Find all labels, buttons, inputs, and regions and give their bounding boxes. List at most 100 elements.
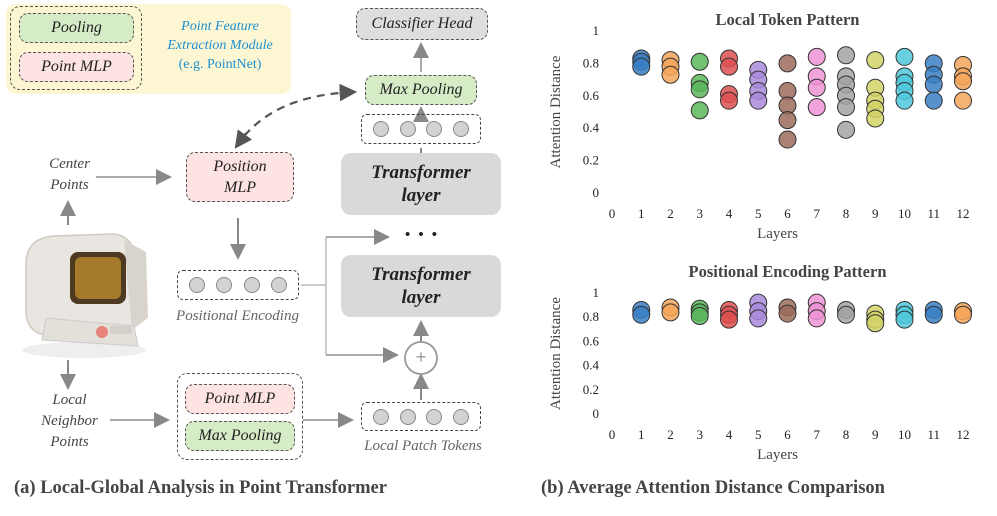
local-patch-tokens-label: Local Patch Tokens — [364, 438, 482, 454]
plus-sign: + — [415, 347, 427, 367]
token — [453, 408, 470, 425]
positional-encoding-label: Positional Encoding — [176, 308, 299, 324]
center-points-label: Center Points — [32, 154, 107, 196]
dashed-curve-link — [235, 83, 358, 148]
position-mlp-line1: Position — [213, 158, 267, 175]
data-point — [954, 91, 972, 110]
y-tick-label: 0.6 — [583, 88, 600, 103]
legend-module-line1: Point Feature — [181, 19, 259, 34]
data-point — [807, 47, 826, 66]
local-neighbor-points-label: Local Neighbor Points — [22, 390, 117, 453]
classifier-head-box: Classifier Head — [356, 8, 488, 40]
data-point — [778, 130, 797, 149]
x-tick-label: 11 — [927, 427, 940, 442]
x-tick-label: 4 — [726, 206, 733, 221]
data-point — [632, 305, 651, 324]
caption-right: (b) Average Attention Distance Compariso… — [541, 478, 885, 498]
x-tick-label: 8 — [843, 427, 850, 442]
data-point — [749, 91, 768, 110]
x-tick-label: 6 — [784, 206, 791, 221]
data-point — [895, 310, 914, 329]
y-tick-label: 0.6 — [583, 333, 600, 348]
plus-circle — [404, 341, 438, 375]
positional-encoding-tokens — [177, 270, 299, 300]
local-neighbor-line2: Neighbor — [41, 413, 98, 429]
data-point — [924, 305, 943, 324]
computer-illustration — [22, 233, 148, 358]
x-tick-label: 3 — [697, 427, 704, 442]
data-point — [837, 305, 855, 324]
y-tick-label: 0.2 — [583, 153, 599, 168]
token — [243, 277, 260, 293]
data-point — [807, 98, 826, 117]
data-point — [807, 309, 826, 328]
token — [399, 121, 416, 137]
y-tick-label: 0 — [593, 406, 600, 421]
x-tick-label: 0 — [609, 427, 616, 442]
local-patch-tokens — [361, 402, 481, 431]
y-tick-label: 0 — [593, 185, 600, 200]
transformer-layer-bottom-line2: layer — [401, 287, 441, 308]
data-point — [778, 304, 797, 323]
legend-pooling-box: Pooling — [19, 13, 134, 43]
position-mlp-line2: MLP — [224, 179, 256, 196]
x-tick-label: 7 — [814, 427, 821, 442]
chart-title: Local Token Pattern — [716, 10, 860, 29]
x-axis-label: Layers — [757, 447, 798, 463]
x-tick-label: 8 — [843, 206, 850, 221]
data-point — [661, 65, 680, 84]
y-axis-label: Attention Distance — [548, 297, 564, 410]
data-point — [866, 51, 885, 70]
data-point — [720, 91, 738, 110]
token — [189, 277, 206, 293]
token — [426, 121, 443, 137]
x-tick-label: 0 — [609, 206, 616, 221]
x-tick-label: 5 — [755, 206, 762, 221]
data-point — [895, 47, 914, 66]
y-tick-label: 0.8 — [583, 55, 599, 70]
data-point — [690, 101, 709, 120]
token — [372, 121, 389, 137]
x-tick-label: 4 — [726, 427, 733, 442]
y-tick-label: 1 — [593, 23, 600, 38]
output-tokens — [361, 114, 481, 144]
legend-module-text: Point Feature Extraction Module (e.g. Po… — [145, 17, 295, 74]
data-point — [690, 80, 709, 99]
data-point — [837, 46, 855, 65]
legend-module-line2: Extraction Module — [167, 38, 273, 53]
center-points-line2: Points — [50, 177, 89, 193]
data-point — [954, 72, 972, 91]
max-pooling-box: Max Pooling — [185, 421, 295, 451]
x-tick-label: 9 — [872, 206, 879, 221]
data-point — [720, 310, 738, 329]
x-tick-label: 10 — [898, 206, 911, 221]
x-tick-label: 12 — [957, 427, 970, 442]
x-tick-label: 10 — [898, 427, 911, 442]
data-point — [778, 111, 797, 130]
max-pooling-top-box: Max Pooling — [365, 75, 477, 105]
data-point — [778, 54, 797, 73]
token — [453, 121, 470, 137]
point-feature-group — [177, 373, 303, 460]
data-point — [720, 57, 738, 76]
transformer-layer-bottom: Transformer layer — [341, 255, 501, 317]
transformer-layer-top: Transformer layer — [341, 153, 501, 215]
data-point — [690, 52, 709, 71]
center-points-line1: Center — [49, 156, 90, 172]
dashed-curve-start — [234, 129, 253, 149]
local-neighbor-line3: Points — [50, 434, 89, 450]
x-tick-label: 6 — [784, 427, 791, 442]
x-tick-label: 2 — [667, 206, 674, 221]
y-tick-label: 1 — [593, 285, 600, 300]
y-axis-label: Attention Distance — [548, 55, 564, 168]
local-neighbor-line1: Local — [52, 392, 87, 408]
token — [216, 277, 233, 293]
transformer-layer-top-line1: Transformer — [371, 162, 471, 183]
x-tick-label: 12 — [957, 206, 970, 221]
token — [270, 277, 287, 293]
data-point — [924, 91, 943, 110]
data-point — [924, 75, 943, 94]
data-point — [632, 57, 651, 76]
data-point — [837, 98, 855, 117]
